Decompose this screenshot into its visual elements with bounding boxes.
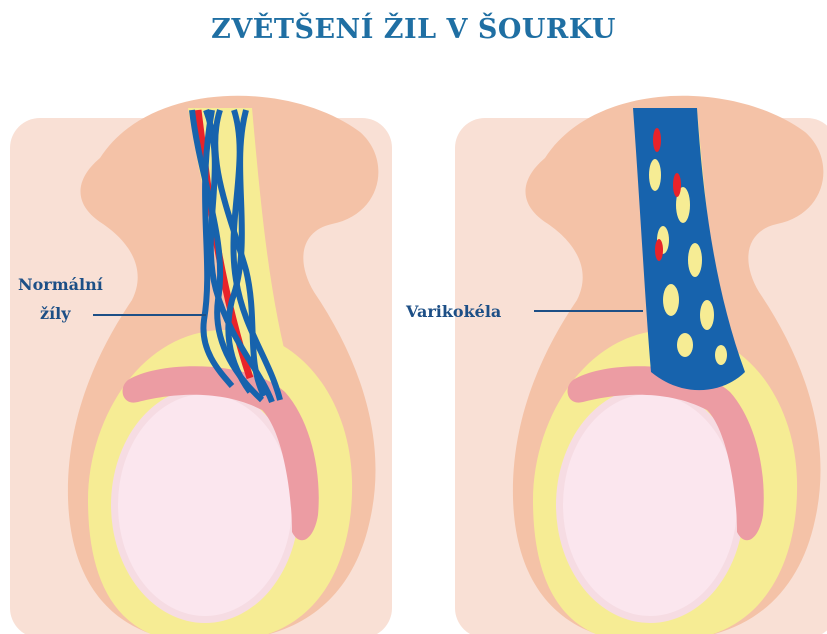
varicocele-label: Varikokéla bbox=[405, 302, 501, 321]
normal-veins-label-2: žíly bbox=[40, 304, 71, 323]
right-panel bbox=[455, 96, 827, 634]
left-panel: Normální žíly bbox=[10, 96, 392, 634]
normal-veins-label: Normální bbox=[18, 275, 103, 294]
